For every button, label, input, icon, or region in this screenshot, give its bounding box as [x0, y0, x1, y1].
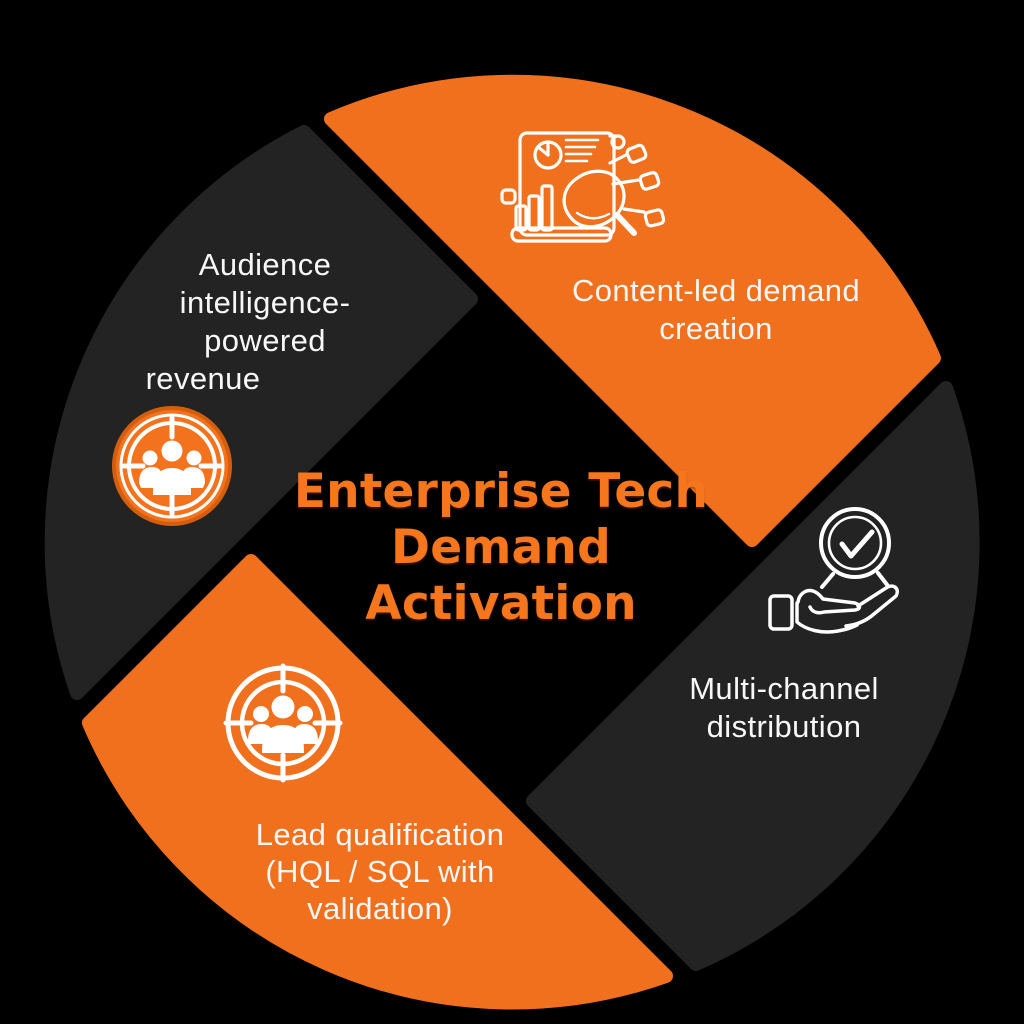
- audience-target-outline-icon: [223, 663, 343, 783]
- people-group-glyph: [139, 440, 205, 495]
- label-line: revenue: [145, 361, 261, 396]
- segment-label-leads: Lead qualification (HQL / SQL with valid…: [215, 816, 545, 927]
- segment-distribution-shape: [526, 381, 980, 971]
- label-line: Audience: [198, 247, 332, 282]
- center-title: Enterprise Tech Demand Activation: [251, 464, 751, 632]
- label-line: powered: [204, 323, 326, 358]
- label-line: creation: [659, 311, 773, 346]
- segment-label-audience: Audience intelligence- powered revenue: [125, 246, 405, 398]
- segment-content-shape: [324, 74, 941, 547]
- label-line: Lead qualification: [255, 817, 505, 852]
- label-line: validation): [307, 891, 453, 926]
- label-line: intelligence-: [179, 285, 351, 320]
- people-group-glyph: [248, 695, 318, 753]
- title-line-2: Demand Activation: [365, 520, 637, 631]
- title-line-1: Enterprise Tech: [293, 464, 709, 519]
- content-document-icon: [500, 131, 666, 243]
- segment-leads-shape: [82, 554, 673, 1010]
- segment-label-content: Content-led demand creation: [526, 272, 906, 348]
- label-line: Multi-channel: [689, 671, 879, 706]
- label-line: (HQL / SQL with: [265, 854, 495, 889]
- segment-audience-shape: [44, 125, 478, 700]
- label-line: distribution: [706, 709, 862, 744]
- segment-label-distribution: Multi-channel distribution: [624, 670, 944, 746]
- audience-target-badge-icon: [112, 406, 232, 526]
- hand-magnifier-check-icon: [768, 507, 899, 634]
- label-line: Content-led demand: [571, 273, 861, 308]
